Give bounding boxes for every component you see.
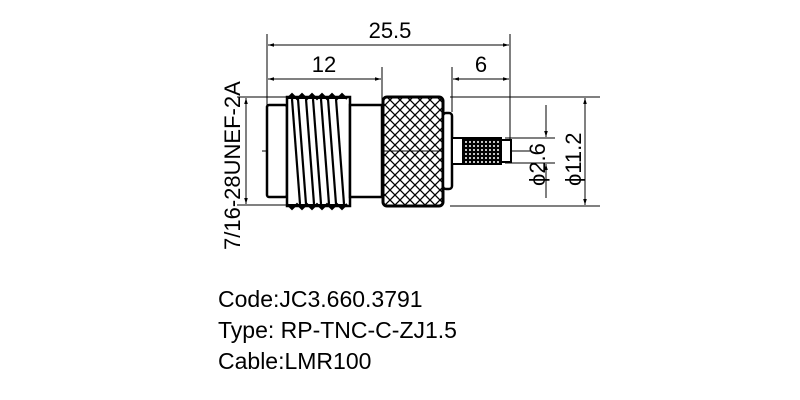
pin-tip bbox=[500, 139, 512, 163]
body-neck bbox=[348, 103, 384, 199]
thread-crests-bottom bbox=[286, 202, 348, 211]
pin-diameter-label: ϕ2.6 bbox=[525, 143, 550, 186]
thread-crests-top bbox=[286, 92, 348, 101]
code-label: Code:JC3.660.3791 bbox=[218, 286, 423, 312]
thread-length-label: 12 bbox=[312, 52, 336, 77]
dimension-lines bbox=[244, 43, 587, 205]
type-label: Type: RP-TNC-C-ZJ1.5 bbox=[218, 317, 457, 343]
pin-stub bbox=[451, 137, 464, 165]
connector-body bbox=[265, 92, 512, 211]
thread-lines bbox=[290, 98, 346, 205]
overall-length-label: 25.5 bbox=[369, 18, 412, 43]
pin-length-label: 6 bbox=[475, 52, 487, 77]
thread-spec-label: 7/16-28UNEF-2A bbox=[220, 81, 245, 250]
knurled-nut bbox=[381, 95, 445, 208]
body-sleeve bbox=[265, 103, 289, 199]
crimp-ferrule bbox=[462, 137, 502, 165]
nut-diameter-label: ϕ11.2 bbox=[561, 132, 586, 186]
extension-lines bbox=[237, 34, 600, 207]
collar bbox=[441, 111, 454, 191]
cable-label: Cable:LMR100 bbox=[218, 348, 372, 374]
